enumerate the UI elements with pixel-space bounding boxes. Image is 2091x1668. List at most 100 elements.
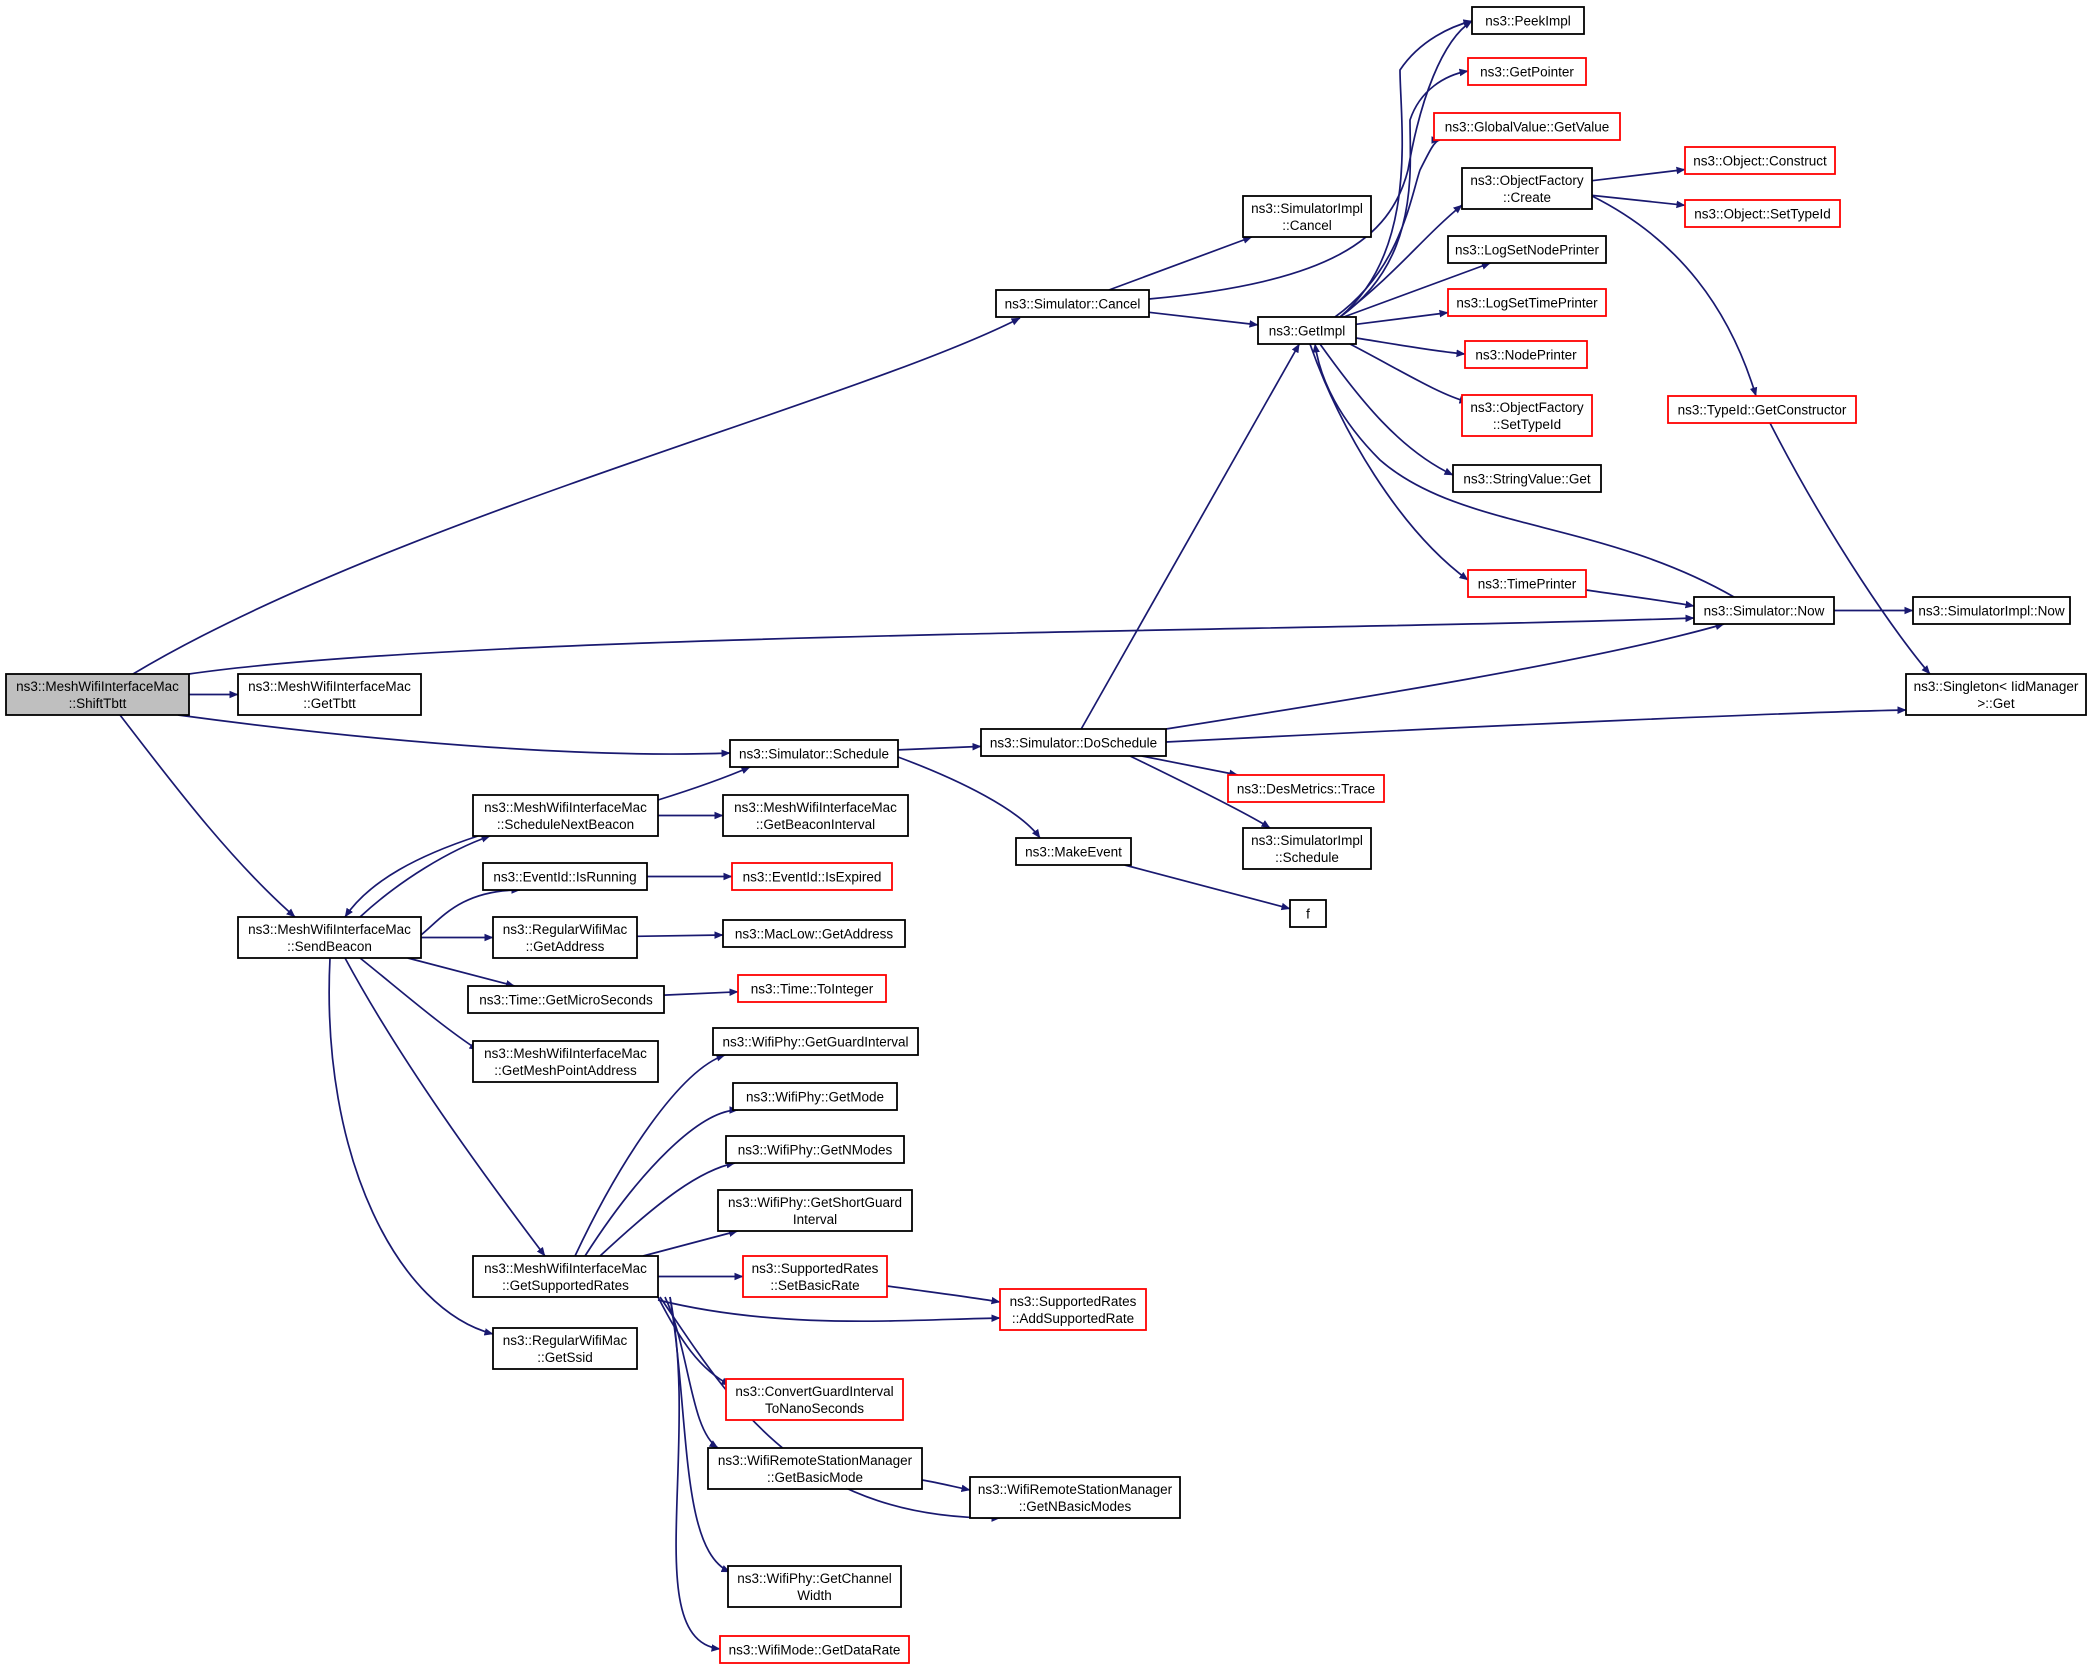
edge-arrow xyxy=(1355,309,1449,326)
node-label: ns3::Simulator::Cancel xyxy=(1005,297,1141,312)
node-box xyxy=(1684,199,1841,228)
node-get-tbtt[interactable]: ns3::MeshWifiInterfaceMac::GetTbtt xyxy=(237,673,422,716)
edge-arrow xyxy=(657,1299,1001,1323)
node-sim-schedule[interactable]: ns3::Simulator::Schedule xyxy=(729,739,899,768)
node-send-beacon[interactable]: ns3::MeshWifiInterfaceMac::SendBeacon xyxy=(237,916,422,959)
node-time-getmicro[interactable]: ns3::Time::GetMicroSeconds xyxy=(467,985,665,1014)
node-sim-cancel[interactable]: ns3::Simulator::Cancel xyxy=(995,289,1150,318)
node-phy-getmode[interactable]: ns3::WifiPhy::GetMode xyxy=(732,1082,898,1111)
edge-arrow xyxy=(1339,204,1463,318)
node-box xyxy=(727,1565,902,1608)
node-log-time-printer[interactable]: ns3::LogSetTimePrinter xyxy=(1447,288,1607,317)
edge-sched_next_beacon-to-sim_schedule xyxy=(657,766,751,801)
edge-arrow xyxy=(897,742,982,751)
edge-get_impl-to-log_time_printer xyxy=(1355,309,1449,326)
edge-arrow xyxy=(584,1106,739,1257)
node-box xyxy=(1257,316,1357,345)
node-singleton-get[interactable]: ns3::Singleton< IidManager>::Get xyxy=(1905,673,2087,716)
node-get-beacon-interval[interactable]: ns3::MeshWifiInterfaceMac::GetBeaconInte… xyxy=(722,794,909,837)
node-typeid-getctor[interactable]: ns3::TypeId::GetConstructor xyxy=(1667,395,1857,424)
edge-typeid_getctor-to-singleton_get xyxy=(1769,422,1931,675)
edge-shift_tbtt-to-sim_cancel xyxy=(132,317,1021,675)
edge-arrow xyxy=(1355,337,1466,358)
node-gv-getvalue[interactable]: ns3::GlobalValue::GetValue xyxy=(1433,112,1621,141)
node-label: ns3::Object::Construct xyxy=(1693,154,1827,169)
edge-sim_doschedule-to-simimpl_schedule xyxy=(1129,755,1271,829)
node-label: ns3::SupportedRates xyxy=(752,1261,879,1276)
node-sim-now[interactable]: ns3::Simulator::Now xyxy=(1693,596,1835,625)
node-sr-addsupported[interactable]: ns3::SupportedRates::AddSupportedRate xyxy=(999,1288,1147,1331)
node-node-printer[interactable]: ns3::NodePrinter xyxy=(1464,340,1588,369)
edge-arrow xyxy=(1312,343,1735,598)
edge-arrow xyxy=(344,957,546,1257)
edge-arrow xyxy=(642,1229,738,1257)
edge-arrow xyxy=(1349,343,1469,404)
node-wifimode-datarate[interactable]: ns3::WifiMode::GetDataRate xyxy=(719,1635,910,1664)
node-obj-construct[interactable]: ns3::Object::Construct xyxy=(1684,146,1836,175)
node-sr-setbasic[interactable]: ns3::SupportedRates::SetBasicRate xyxy=(742,1255,888,1298)
node-of-create[interactable]: ns3::ObjectFactory::Create xyxy=(1461,167,1593,210)
node-phy-getnmodes[interactable]: ns3::WifiPhy::GetNModes xyxy=(725,1135,905,1164)
edge-arrow xyxy=(119,714,296,918)
node-obj-settypeid[interactable]: ns3::Object::SetTypeId xyxy=(1684,199,1841,228)
node-peek-impl[interactable]: ns3::PeekImpl xyxy=(1471,6,1585,35)
node-simimpl-cancel[interactable]: ns3::SimulatorImpl::Cancel xyxy=(1242,195,1372,238)
node-sim-doschedule[interactable]: ns3::Simulator::DoSchedule xyxy=(980,728,1167,757)
node-rwm-getaddress[interactable]: ns3::RegularWifiMac::GetAddress xyxy=(492,916,638,959)
node-eventid-isrunning[interactable]: ns3::EventId::IsRunning xyxy=(482,862,648,891)
node-label: ns3::Time::GetMicroSeconds xyxy=(479,993,653,1008)
node-make-event[interactable]: ns3::MakeEvent xyxy=(1015,837,1132,866)
node-label: ns3::Simulator::DoSchedule xyxy=(990,736,1157,751)
node-get-pointer[interactable]: ns3::GetPointer xyxy=(1467,57,1587,86)
node-maclow-getaddress[interactable]: ns3::MacLow::GetAddress xyxy=(722,919,906,948)
node-label: ::GetSupportedRates xyxy=(502,1278,629,1293)
edge-sim_doschedule-to-sim_now xyxy=(1165,622,1725,730)
node-get-impl[interactable]: ns3::GetImpl xyxy=(1257,316,1357,345)
edge-shift_tbtt-to-sim_now xyxy=(188,614,1695,675)
node-rwm-getssid[interactable]: ns3::RegularWifiMac::GetSsid xyxy=(492,1327,638,1370)
node-label: ns3::RegularWifiMac xyxy=(503,1333,628,1348)
node-label: ns3::WifiPhy::GetMode xyxy=(746,1090,884,1105)
node-wrsm-getbasicmode[interactable]: ns3::WifiRemoteStationManager::GetBasicM… xyxy=(707,1447,923,1490)
edge-arrow xyxy=(574,1054,726,1257)
edge-arrow xyxy=(1108,236,1253,291)
edge-sim_cancel-to-get_impl xyxy=(1148,311,1259,328)
node-wrsm-getnbasic[interactable]: ns3::WifiRemoteStationManager::GetNBasic… xyxy=(969,1476,1181,1519)
edge-sim_doschedule-to-des_trace xyxy=(1141,755,1239,778)
node-stringvalue-get[interactable]: ns3::StringValue::Get xyxy=(1452,464,1602,493)
node-log-node-printer[interactable]: ns3::LogSetNodePrinter xyxy=(1447,235,1607,264)
edge-arrow xyxy=(886,1285,1001,1305)
edge-get_impl-to-stringvalue_get xyxy=(1319,343,1454,476)
node-phy-guard[interactable]: ns3::WifiPhy::GetGuardInterval xyxy=(712,1027,919,1056)
node-label: ns3::Simulator::Schedule xyxy=(739,747,889,762)
node-des-trace[interactable]: ns3::DesMetrics::Trace xyxy=(1227,774,1385,803)
node-box xyxy=(482,862,648,891)
edge-of_create-to-obj_settypeid xyxy=(1591,194,1686,209)
node-shift-tbtt[interactable]: ns3::MeshWifiInterfaceMac::ShiftTbtt xyxy=(5,673,190,716)
node-label: ns3::Singleton< IidManager xyxy=(1914,679,2079,694)
node-eventid-isexpired[interactable]: ns3::EventId::IsExpired xyxy=(731,862,893,891)
node-get-supported-rates[interactable]: ns3::MeshWifiInterfaceMac::GetSupportedR… xyxy=(472,1255,659,1298)
node-get-meshpoint[interactable]: ns3::MeshWifiInterfaceMac::GetMeshPointA… xyxy=(472,1040,659,1083)
node-f[interactable]: f xyxy=(1289,899,1327,928)
node-label: ns3::ObjectFactory xyxy=(1470,400,1584,415)
node-simimpl-schedule[interactable]: ns3::SimulatorImpl::Schedule xyxy=(1242,827,1372,870)
node-label: ns3::WifiMode::GetDataRate xyxy=(729,1643,901,1658)
node-box xyxy=(1447,288,1607,317)
edge-arrow xyxy=(1339,68,1469,318)
edge-get_impl-to-log_node_printer xyxy=(1343,262,1491,318)
node-label: ::ScheduleNextBeacon xyxy=(497,817,634,832)
node-of-settypeid[interactable]: ns3::ObjectFactory::SetTypeId xyxy=(1461,394,1593,437)
node-sched-next-beacon[interactable]: ns3::MeshWifiInterfaceMac::ScheduleNextB… xyxy=(472,794,659,837)
edge-arrow xyxy=(1334,136,1441,318)
node-simimpl-now[interactable]: ns3::SimulatorImpl::Now xyxy=(1912,596,2071,625)
node-time-printer[interactable]: ns3::TimePrinter xyxy=(1467,569,1587,598)
node-label: ns3::MeshWifiInterfaceMac xyxy=(248,679,411,694)
node-label: ::GetBasicMode xyxy=(767,1470,863,1485)
node-time-tointeger[interactable]: ns3::Time::ToInteger xyxy=(737,974,887,1003)
node-label: ns3::Object::SetTypeId xyxy=(1694,207,1831,222)
node-label: ns3::SimulatorImpl xyxy=(1251,201,1363,216)
